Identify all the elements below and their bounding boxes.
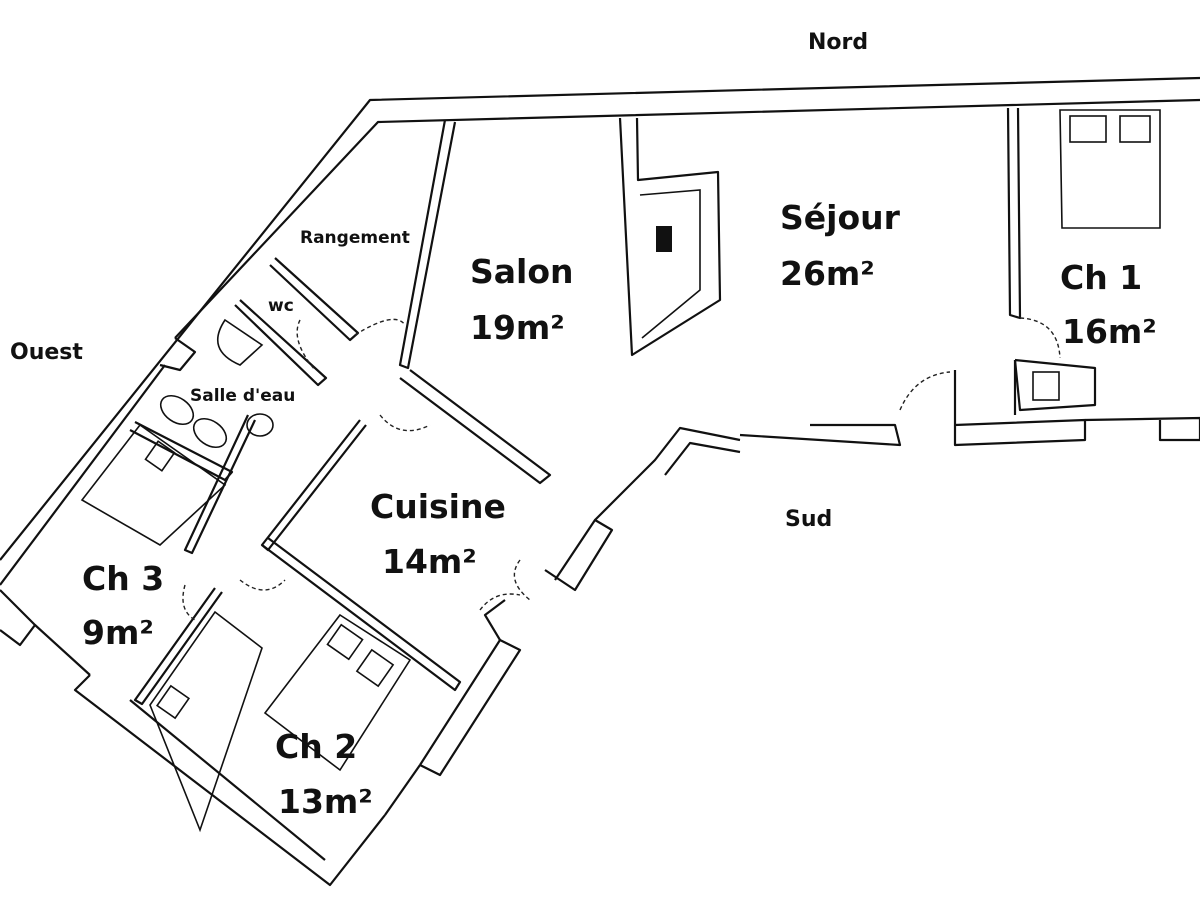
pillow	[155, 684, 191, 720]
door-arc	[1019, 317, 1061, 359]
room-name-cuisine: Cuisine	[370, 487, 506, 526]
wc-bath-wall	[234, 299, 328, 387]
door-arc	[899, 371, 951, 411]
compass-west: Ouest	[10, 340, 83, 365]
north-wall-inner	[174, 98, 1200, 339]
pillow	[326, 623, 364, 661]
sink-icon	[192, 417, 228, 449]
room-name-ch3: Ch 3	[82, 559, 165, 598]
south-wall-east	[1084, 416, 1200, 442]
room-area-salon: 19m²	[470, 308, 565, 347]
south-wall-ch2-inner	[129, 699, 326, 861]
bath-wall	[129, 421, 234, 482]
room-area-ch1: 16m²	[1062, 312, 1157, 351]
west-wall-inner	[0, 364, 166, 586]
door-arc	[379, 414, 431, 432]
door-arc	[513, 559, 531, 601]
room-area-ch3: 9m²	[82, 613, 154, 652]
room-name-salon: Salon	[470, 252, 574, 291]
bed-ch1	[1059, 109, 1161, 229]
chimney-inner	[639, 189, 701, 339]
ch1-closet	[1013, 358, 1097, 412]
room-name-sejour: Séjour	[780, 198, 900, 237]
south-wall-sejour	[739, 423, 902, 447]
room-label-shower-room: Salle d'eau	[190, 386, 296, 406]
door-arc	[354, 318, 406, 336]
ch3-ch2-wall	[133, 587, 223, 706]
room-label-wc: wc	[268, 296, 294, 316]
room-area-ch2: 13m²	[278, 782, 373, 821]
bed-ch2b	[263, 613, 412, 772]
compass-south: Sud	[785, 507, 833, 532]
door-arc	[239, 579, 286, 591]
south-wall-window	[594, 426, 741, 521]
hall-wall	[260, 419, 367, 552]
room-name-ch2: Ch 2	[275, 727, 358, 766]
pillow	[1069, 115, 1107, 143]
north-wall-outer	[0, 76, 1200, 561]
sink-icon	[159, 394, 195, 426]
door-arc	[182, 584, 196, 621]
bed-ch3	[80, 423, 227, 546]
toilet-icon	[216, 318, 264, 366]
toilet-bath-icon	[246, 413, 274, 437]
door-arc	[479, 593, 521, 611]
southwest-wall-ch3	[34, 624, 91, 676]
desk	[1032, 371, 1060, 401]
pillow	[355, 648, 395, 688]
salon-storage-wall	[398, 119, 457, 370]
pillow	[1119, 115, 1151, 143]
kitchen-wall	[483, 599, 506, 641]
pillow	[144, 440, 176, 472]
south-wall-window-b	[664, 441, 741, 476]
room-area-cuisine: 14m²	[382, 542, 477, 581]
west-wall-block	[159, 337, 197, 372]
south-wall-ch1	[953, 418, 1087, 447]
door-arc	[296, 319, 316, 371]
south-wall-ch2	[73, 674, 386, 887]
southeast-wall-ch2b	[419, 638, 522, 777]
compass-north: Nord	[808, 30, 869, 55]
bed-ch2a	[149, 610, 263, 833]
fireplace-icon	[656, 226, 672, 252]
chimney	[618, 117, 722, 357]
kitchen-window-wall	[544, 518, 614, 592]
room-area-sejour: 26m²	[780, 254, 875, 293]
southwest-wall	[0, 589, 37, 647]
salon-kitchen-wall	[399, 369, 552, 485]
kitchen-ch2-wall	[261, 537, 462, 692]
southeast-wall-ch2	[384, 764, 421, 816]
ch1-wall	[1006, 107, 1022, 320]
wc-wall	[269, 257, 360, 342]
room-label-storage: Rangement	[300, 228, 410, 248]
room-name-ch1: Ch 1	[1060, 258, 1143, 297]
